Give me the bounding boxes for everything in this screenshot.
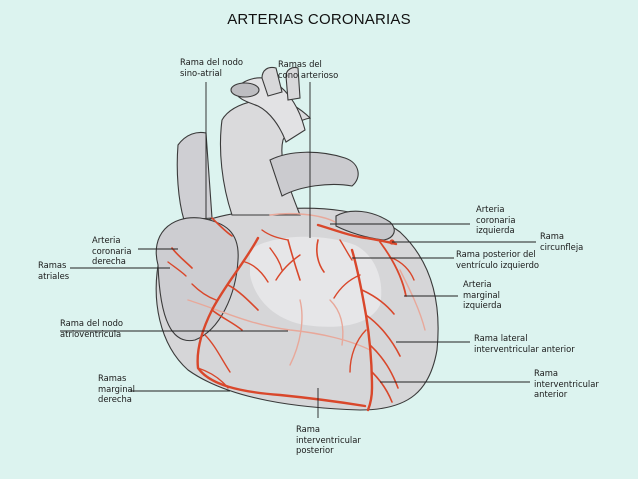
label-rama-interventricular-posterior: Rama interventricular posterior: [296, 424, 361, 456]
label-ramas-cono-arterioso: Ramas del cono arterioso: [278, 59, 338, 80]
label-rama-circunfleja: Rama circunfleja: [540, 231, 583, 252]
label-arteria-marginal-izquierda: Arteria marginal izquierda: [463, 279, 502, 311]
aorta-opening: [231, 83, 259, 97]
label-ramas-marginal-derecha: Ramas marginal derecha: [98, 373, 135, 405]
label-arteria-coronaria-derecha: Arteria coronaria derecha: [92, 235, 131, 267]
superior-vena-cava: [177, 132, 212, 220]
label-ramas-atriales: Ramas atriales: [38, 260, 69, 281]
label-rama-nodo-sinoatrial: Rama del nodo sino-atrial: [180, 57, 243, 78]
label-rama-posterior-ventriculo-izquierdo: Rama posterior del ventrículo izquierdo: [456, 249, 539, 270]
label-rama-nodo-atrioventricular: Rama del nodo atrioventricula: [60, 318, 123, 339]
label-rama-interventricular-anterior: Rama interventricular anterior: [534, 368, 599, 400]
label-rama-lateral-interventricular-anterior: Rama lateral interventricular anterior: [474, 333, 575, 354]
pulmonary-artery: [270, 152, 358, 196]
label-arteria-coronaria-izquierda: Arteria coronaria izquierda: [476, 204, 515, 236]
